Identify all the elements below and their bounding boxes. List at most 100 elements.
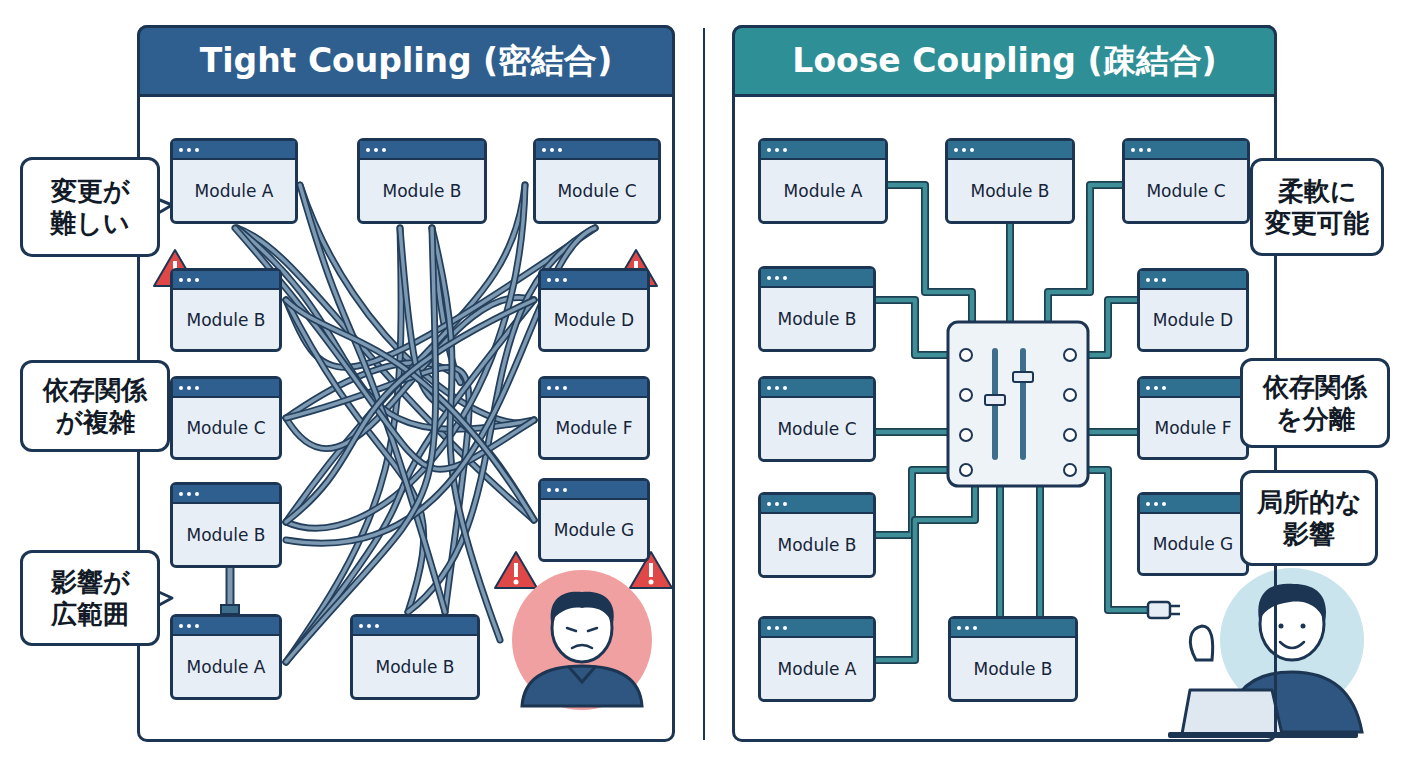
wire-outline bbox=[1006, 224, 1014, 322]
wire-outline bbox=[996, 486, 1004, 616]
module-body: Module B bbox=[951, 638, 1075, 699]
module-titlebar bbox=[541, 271, 647, 290]
window-dot bbox=[195, 148, 199, 152]
warning-signs bbox=[154, 250, 672, 588]
module-box: Module C bbox=[1122, 138, 1250, 224]
wire bbox=[876, 430, 948, 435]
panel-title: Loose Coupling (疎結合) bbox=[792, 39, 1216, 84]
wire bbox=[1088, 300, 1137, 355]
window-dot bbox=[954, 148, 958, 152]
plug bbox=[1148, 602, 1170, 618]
window-dot bbox=[775, 386, 779, 390]
window-dot bbox=[965, 626, 969, 630]
module-box: Module B bbox=[945, 138, 1075, 224]
window-dot bbox=[558, 148, 562, 152]
callout-text: 依存関係 を分離 bbox=[1253, 371, 1377, 436]
window-dot bbox=[367, 624, 371, 628]
module-box: Module B bbox=[170, 268, 282, 352]
wire-outline bbox=[876, 300, 948, 355]
module-titlebar bbox=[761, 141, 885, 160]
window-dot bbox=[563, 278, 567, 282]
window-dot bbox=[783, 386, 787, 390]
module-label: Module G bbox=[1153, 534, 1233, 554]
module-titlebar bbox=[761, 379, 873, 398]
window-dot bbox=[187, 624, 191, 628]
module-label: Module B bbox=[974, 659, 1053, 679]
module-titlebar bbox=[536, 141, 658, 160]
module-body: Module G bbox=[1140, 514, 1246, 573]
module-body: Module C bbox=[761, 398, 873, 459]
module-titlebar bbox=[761, 269, 873, 288]
window-dot bbox=[547, 386, 551, 390]
window-dot bbox=[767, 276, 771, 280]
module-box: Module F bbox=[1137, 376, 1249, 460]
window-dot bbox=[187, 386, 191, 390]
module-body: Module B bbox=[173, 504, 279, 565]
window-dot bbox=[1131, 148, 1135, 152]
module-label: Module B bbox=[187, 525, 266, 545]
window-dot bbox=[179, 624, 183, 628]
module-titlebar bbox=[1140, 271, 1246, 290]
module-label: Module F bbox=[556, 418, 633, 438]
window-dot bbox=[783, 276, 787, 280]
module-box: Module A bbox=[170, 138, 298, 224]
module-box: Module G bbox=[538, 478, 650, 562]
module-titlebar bbox=[173, 379, 279, 398]
window-dot bbox=[775, 626, 779, 630]
module-label: Module B bbox=[187, 310, 266, 330]
window-dot bbox=[555, 488, 559, 492]
window-dot bbox=[382, 148, 386, 152]
module-box: Module D bbox=[538, 268, 650, 352]
window-dot bbox=[1162, 386, 1166, 390]
window-dot bbox=[195, 386, 199, 390]
module-label: Module C bbox=[1146, 181, 1225, 201]
callout-bubble: 変更が 難しい bbox=[20, 157, 160, 257]
module-label: Module C bbox=[777, 419, 856, 439]
module-label: Module F bbox=[1155, 418, 1232, 438]
module-box: Module A bbox=[758, 616, 876, 702]
module-box: Module G bbox=[1137, 492, 1249, 576]
callout-bubble: 依存関係 を分離 bbox=[1240, 358, 1390, 448]
happy-person bbox=[1168, 568, 1364, 738]
callout-bubble: 柔軟に 変更可能 bbox=[1250, 158, 1384, 256]
window-dot bbox=[957, 626, 961, 630]
window-dot bbox=[542, 148, 546, 152]
module-label: Module C bbox=[557, 181, 636, 201]
module-body: Module D bbox=[541, 290, 647, 349]
window-dot bbox=[775, 148, 779, 152]
module-body: Module C bbox=[1125, 160, 1247, 221]
wire-outline bbox=[286, 300, 534, 522]
window-dot bbox=[187, 492, 191, 496]
wire bbox=[876, 300, 948, 355]
connector bbox=[221, 568, 239, 614]
module-body: Module B bbox=[173, 290, 279, 349]
stressed-person bbox=[512, 570, 652, 710]
module-label: Module A bbox=[187, 657, 266, 677]
wire bbox=[1038, 486, 1043, 616]
module-titlebar bbox=[761, 495, 873, 514]
callout-text: 柔軟に 変更可能 bbox=[1263, 175, 1371, 240]
window-dot bbox=[195, 624, 199, 628]
module-label: Module B bbox=[376, 657, 455, 677]
window-dot bbox=[1146, 386, 1150, 390]
window-dot bbox=[1139, 148, 1143, 152]
module-body: Module F bbox=[541, 398, 647, 457]
module-label: Module A bbox=[778, 659, 857, 679]
window-dot bbox=[962, 148, 966, 152]
wire bbox=[998, 486, 1003, 616]
module-label: Module B bbox=[971, 181, 1050, 201]
panel: Tight Coupling (密結合)Module AModule BModu… bbox=[137, 25, 675, 742]
wire bbox=[432, 228, 500, 640]
module-box: Module C bbox=[170, 376, 282, 460]
window-dot bbox=[767, 626, 771, 630]
window-dot bbox=[374, 148, 378, 152]
module-body: Module B bbox=[761, 514, 873, 575]
window-dot bbox=[187, 148, 191, 152]
wire-outline bbox=[432, 228, 500, 640]
module-titlebar bbox=[541, 481, 647, 500]
module-label: Module B bbox=[778, 309, 857, 329]
wire-outline bbox=[286, 228, 436, 662]
window-dot bbox=[1162, 502, 1166, 506]
module-box: Module D bbox=[1137, 268, 1249, 352]
hub-wires bbox=[876, 185, 1180, 660]
